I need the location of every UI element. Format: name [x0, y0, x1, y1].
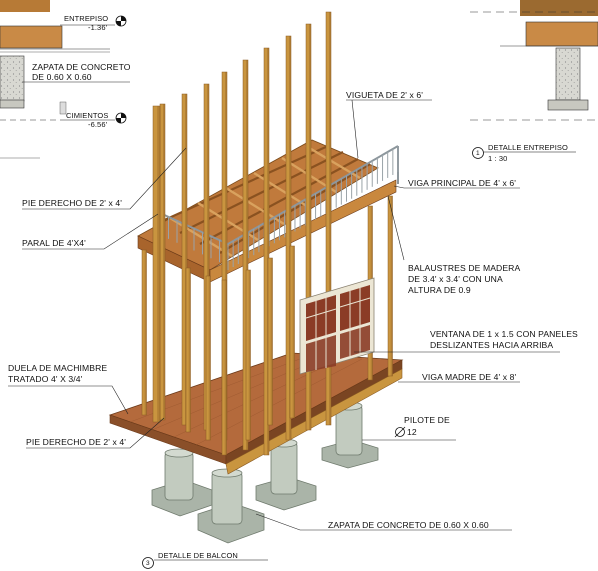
- stud-back-7: [285, 35, 292, 441]
- section-fragment-right: [470, 0, 598, 121]
- sliding-window: [299, 277, 375, 375]
- detalle-entrepiso-number: 1: [476, 150, 480, 157]
- elevation-marker-cimientos: [115, 112, 127, 124]
- detail-marker-entrepiso: [472, 147, 576, 159]
- stud-back-5: [242, 59, 249, 451]
- duela-line2: TRATADO 4' X 3/4': [8, 374, 83, 384]
- detalle-balcon-number: 3: [146, 560, 150, 567]
- stud-back-1: [159, 103, 166, 421]
- stud-back-8: [305, 23, 312, 431]
- pie-derecho-bottom-label: PIE DERECHO DE 2' x 4': [26, 437, 127, 447]
- duela-line1: DUELA DE MACHIMBRE: [8, 363, 108, 373]
- stud-front-5: [245, 269, 251, 441]
- elevation-marker-entrepiso: [115, 15, 127, 27]
- concrete-piles: [151, 401, 379, 544]
- stud-front-1: [141, 249, 147, 416]
- stud-front-3: [205, 275, 211, 441]
- balcony-railing: [159, 145, 399, 270]
- stud-front-6: [267, 257, 273, 426]
- pilote-line2: 12: [407, 427, 417, 437]
- stud-front-2: [185, 267, 191, 433]
- upper-joist-grid: [137, 139, 397, 283]
- balaustres-line2: DE 3.4' x 3.4' CON UNA: [408, 274, 503, 284]
- leader-lines: [8, 99, 560, 531]
- corner-post: [152, 105, 161, 423]
- entrepiso-label: ENTREPISO: [64, 14, 109, 23]
- paral-label: PARAL DE 4'X4': [22, 238, 86, 248]
- balaustres-line1: BALAUSTRES DE MADERA: [408, 263, 521, 273]
- viga-principal-label: VIGA PRINCIPAL DE 4' x 6': [408, 178, 516, 188]
- detalle-entrepiso-title: DETALLE ENTREPISO: [488, 143, 568, 152]
- stud-front-4: [221, 279, 227, 456]
- stud-back-6: [263, 47, 270, 456]
- zapata-top-line2: DE 0.60 X 0.60: [32, 72, 92, 82]
- cimientos-label: CIMIENTOS: [66, 111, 109, 120]
- pie-derecho-top-label: PIE DERECHO DE 2' x 4': [22, 198, 123, 208]
- cimientos-value: -6.56': [88, 120, 108, 129]
- pilote-line1: PILOTE DE: [404, 415, 450, 425]
- diameter-icon: [394, 426, 406, 438]
- vigueta-label: VIGUETA DE 2' x 6': [346, 90, 424, 100]
- detalle-balcon-title: DETALLE DE BALCON: [158, 551, 238, 560]
- section-fragment-left: [0, 0, 115, 159]
- stud-front-7: [289, 245, 295, 419]
- detail-marker-balcon: [142, 557, 268, 569]
- zapata-top-line1: ZAPATA DE CONCRETO: [32, 62, 131, 72]
- viga-madre-label: VIGA MADRE DE 4' x 8': [422, 372, 517, 382]
- zapata-bottom-label: ZAPATA DE CONCRETO DE 0.60 X 0.60: [328, 520, 489, 530]
- entrepiso-value: -1.36': [88, 23, 108, 32]
- wall-studs: [141, 11, 393, 456]
- stud-front-9: [387, 195, 393, 377]
- detalle-entrepiso-scale: 1 : 30: [488, 154, 508, 163]
- balaustres-line3: ALTURA DE 0.9: [408, 285, 471, 295]
- stud-back-2: [181, 93, 188, 426]
- ventana-line1: VENTANA DE 1 x 1.5 CON PANELES: [430, 329, 578, 339]
- stud-back-9: [325, 11, 332, 426]
- ventana-line2: DESLIZANTES HACIA ARRIBA: [430, 340, 554, 350]
